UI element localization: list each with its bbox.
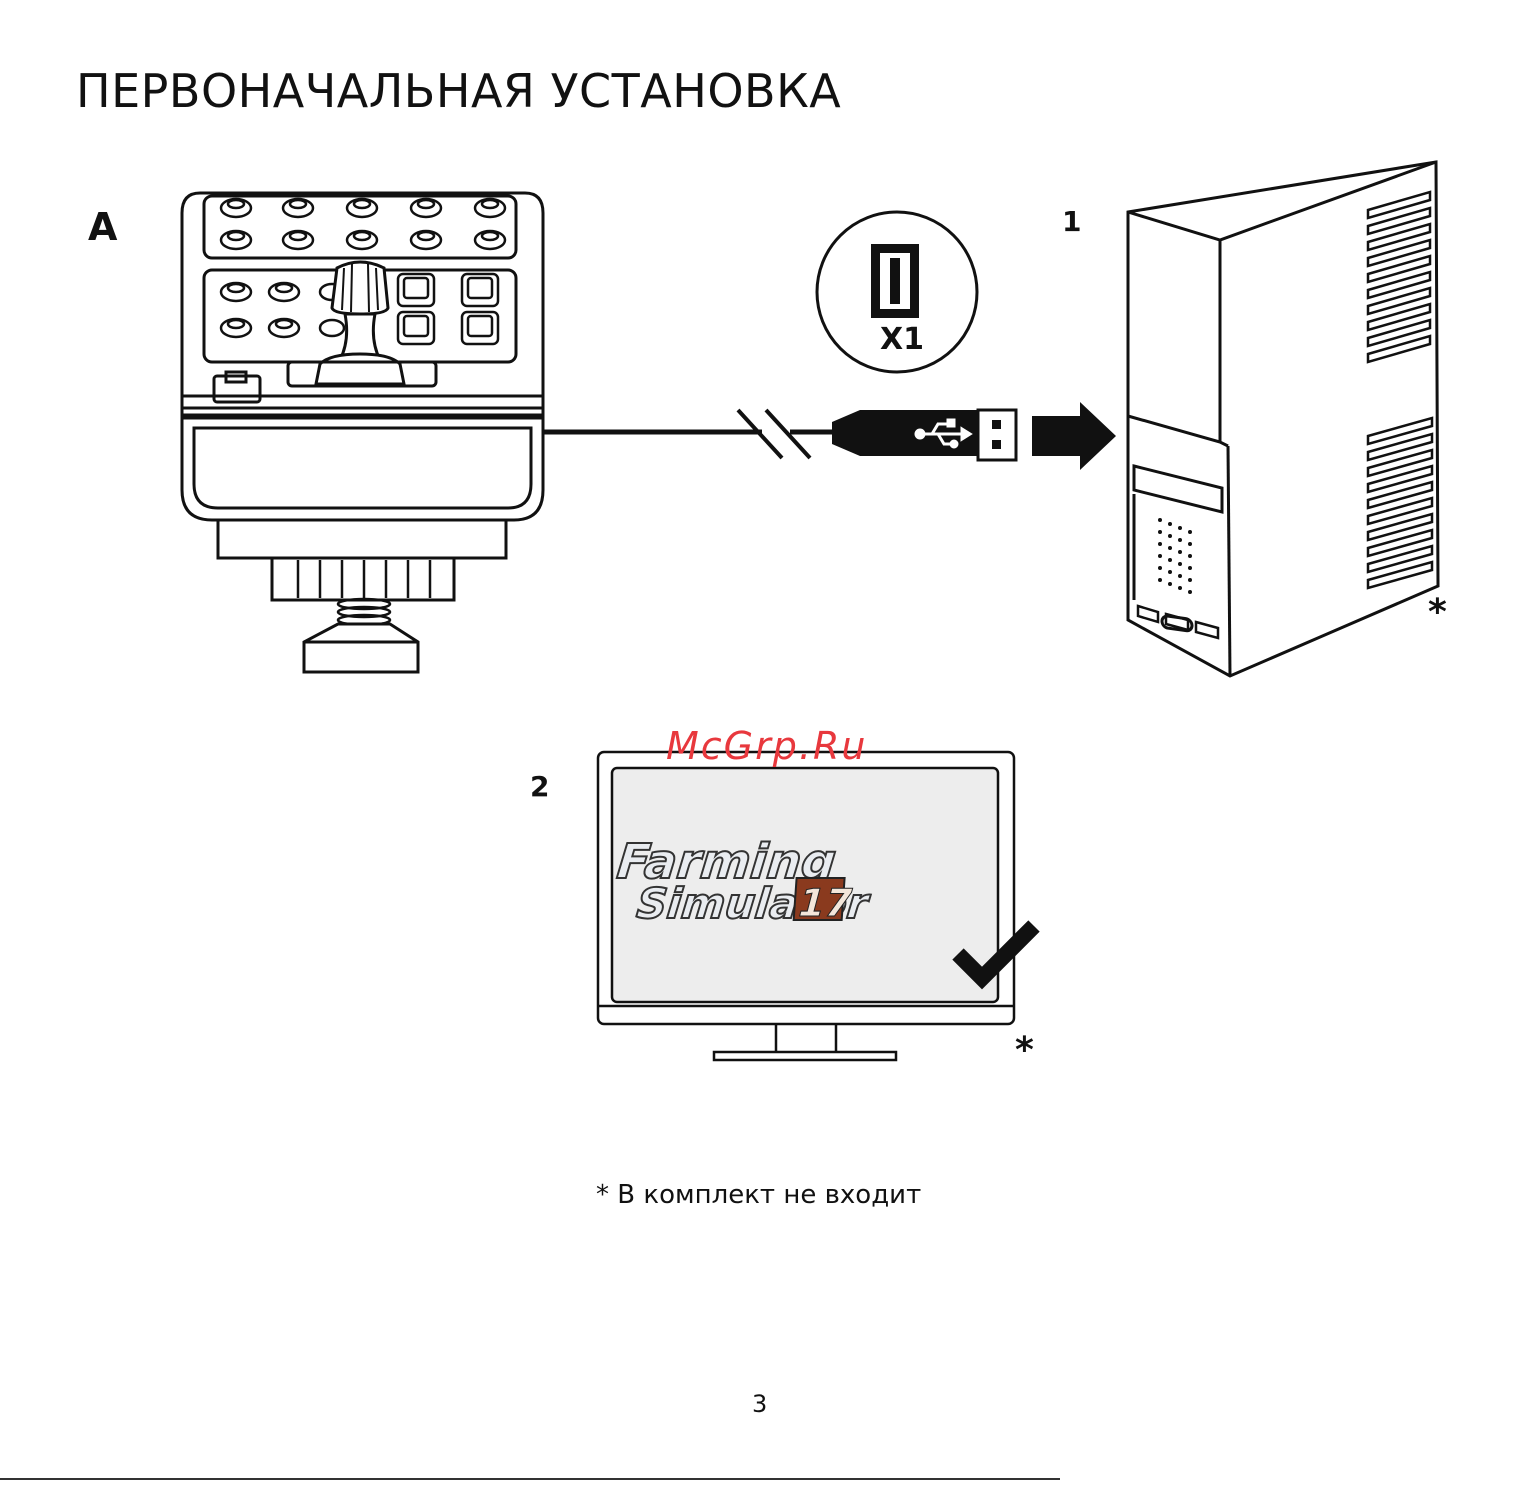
bottom-rule (0, 1478, 1060, 1480)
port-count-label: X1 (880, 322, 924, 357)
svg-text:17: 17 (797, 881, 853, 925)
pc-tower-illustration (1128, 162, 1438, 676)
watermark: McGrp.Ru (666, 724, 867, 768)
usb-cable (543, 410, 836, 458)
side-panel-controller-illustration (182, 193, 543, 672)
arrow-right-icon (1032, 402, 1116, 470)
pc-not-included-mark: * (1428, 592, 1447, 633)
footnote: * В комплект не входит (596, 1180, 921, 1210)
monitor-not-included-mark: * (1015, 1030, 1034, 1071)
page-number: 3 (752, 1390, 767, 1418)
farming-simulator-logo: Farming Simulator 17 (614, 834, 872, 928)
